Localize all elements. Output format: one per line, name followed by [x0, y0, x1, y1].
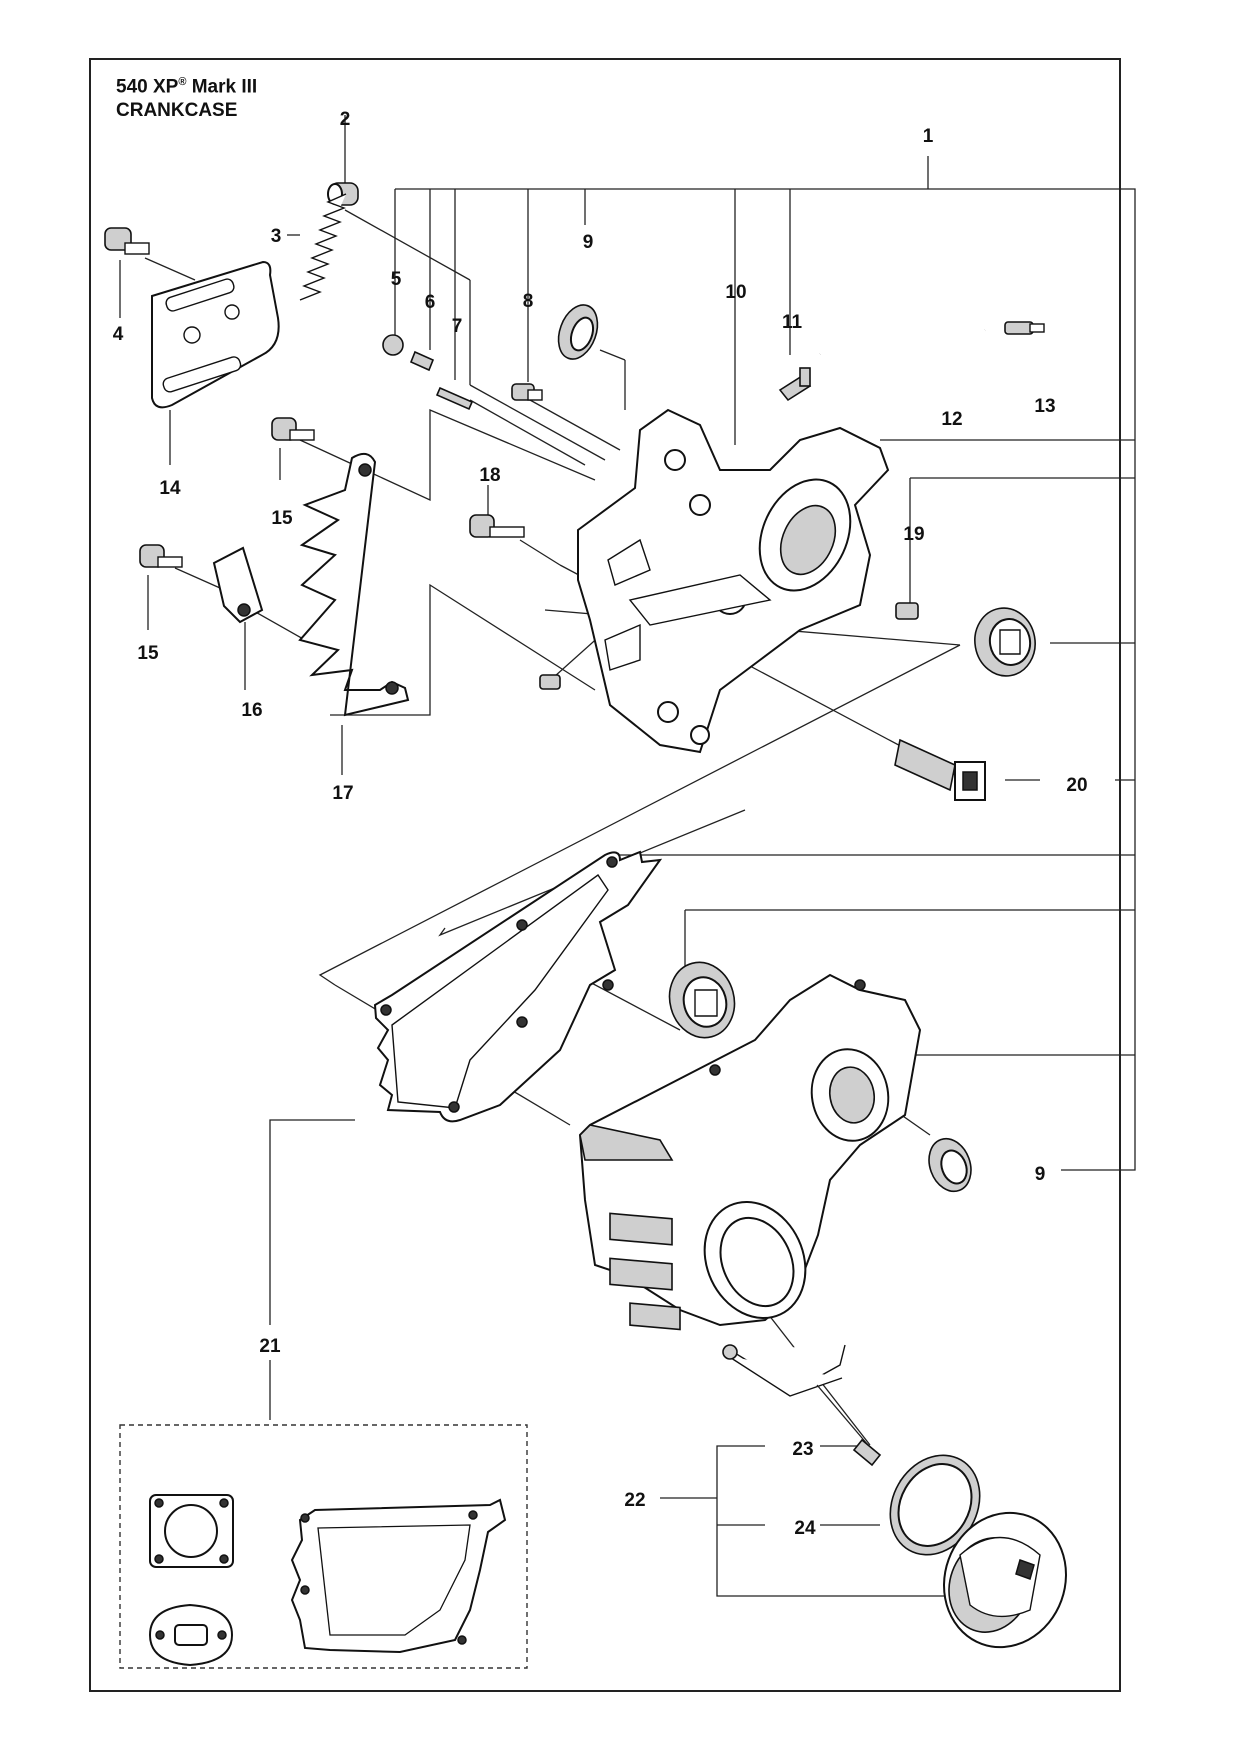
- callout-22: 22: [624, 1490, 645, 1511]
- muffler-gasket: [148, 1603, 234, 1667]
- section-title: CRANKCASE: [116, 100, 238, 122]
- model-name: 540 XP: [116, 76, 179, 98]
- gasket-set-box: [119, 1424, 528, 1669]
- part-23-vent: [722, 1344, 882, 1467]
- callout-1: 1: [923, 126, 934, 147]
- part-17-plate: [298, 452, 410, 717]
- part-15-screw-upper: [271, 417, 315, 441]
- callout-15-lower: 15: [137, 643, 159, 664]
- callout-13: 13: [1034, 396, 1055, 417]
- callout-15-upper: 15: [271, 508, 293, 529]
- part-bearing-upper: [974, 607, 1036, 677]
- part-bearing-lower: [668, 961, 736, 1039]
- cylinder-gasket: [149, 1494, 234, 1568]
- part-24-seal-ring: [889, 1454, 981, 1556]
- crankcase-gasket-small: [290, 1498, 507, 1654]
- part-9-seal-upper: [557, 304, 599, 360]
- part-20-stud: [894, 738, 986, 801]
- part-4-screw: [104, 227, 150, 255]
- part-9-seal-lower: [928, 1137, 972, 1193]
- callout-8: 8: [523, 291, 534, 312]
- part-18-screw: [469, 514, 525, 538]
- callout-19: 19: [903, 524, 924, 545]
- part-crankcase-half-upper: [577, 408, 890, 754]
- part-15-screw-lower: [139, 544, 183, 568]
- diagram-title: 540 XP® Mark III CRANKCASE: [116, 70, 257, 123]
- item-1-bracket: [395, 188, 1136, 1171]
- callout-labels: 1 2 3 4 5 6 7 8 9 9 10 11 12 13 14 15 15…: [113, 109, 1088, 1539]
- part-19-dowel: [895, 602, 919, 620]
- callout-6: 6: [425, 292, 436, 313]
- part-dowel-center: [539, 674, 561, 690]
- callout-24: 24: [794, 1518, 816, 1539]
- callout-10: 10: [725, 282, 746, 303]
- drawing-frame: [89, 58, 1121, 1692]
- callout-9-upper: 9: [583, 232, 594, 253]
- part-3-spring: [299, 193, 347, 301]
- part-14-bar-plate: [151, 260, 280, 409]
- model-suffix: Mark III: [191, 76, 258, 98]
- part-13-hose-fitting: [1004, 321, 1045, 335]
- part-12-oil-hose: [818, 308, 986, 355]
- registered-mark: ®: [178, 76, 187, 88]
- part-8-screw: [511, 383, 543, 401]
- callout-17: 17: [332, 783, 353, 804]
- callout-5: 5: [391, 269, 402, 290]
- model-line: 540 XP® Mark III: [116, 70, 257, 99]
- part-crankcase-half-lower: [578, 973, 922, 1331]
- part-21-gasket: [373, 850, 663, 1123]
- part-6-valve: [409, 350, 435, 372]
- callout-21: 21: [259, 1336, 281, 1357]
- callout-7: 7: [452, 316, 463, 337]
- part-5-plug: [382, 334, 404, 356]
- part-16-catcher: [212, 546, 264, 624]
- part-22-cap: [943, 1511, 1067, 1649]
- callout-4: 4: [113, 324, 124, 345]
- leader-lines: [119, 115, 1136, 1597]
- callout-12: 12: [941, 409, 962, 430]
- callout-3: 3: [271, 226, 282, 247]
- callout-14: 14: [159, 478, 181, 499]
- callout-9-lower: 9: [1035, 1164, 1046, 1185]
- part-11-elbow: [778, 367, 812, 402]
- callout-20: 20: [1066, 775, 1087, 796]
- callout-2: 2: [340, 109, 351, 130]
- callout-23: 23: [792, 1439, 813, 1460]
- callout-18: 18: [479, 465, 500, 486]
- callout-16: 16: [241, 700, 262, 721]
- part-7-pin: [435, 386, 474, 411]
- item-17-guide: [364, 409, 596, 502]
- callout-11: 11: [782, 312, 803, 333]
